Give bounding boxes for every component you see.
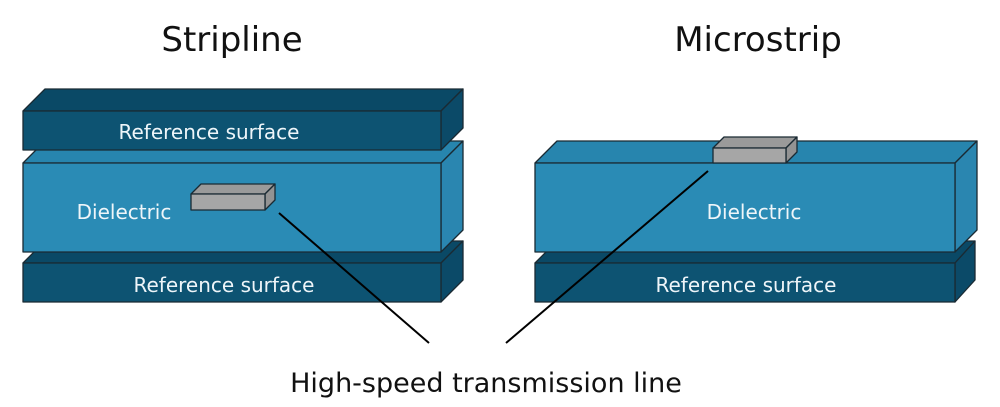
trace-front-face (712, 147, 787, 164)
microstrip-dielectric-label: Dielectric (707, 200, 802, 224)
trace-top-face (190, 183, 276, 195)
stripline-trace (190, 183, 276, 211)
top-reference-top-face (22, 88, 464, 112)
transmission-line-caption: High-speed transmission line (290, 368, 682, 399)
dielectric-front-face (534, 162, 956, 253)
stripline-title: Stripline (161, 20, 302, 60)
stripline-bottom-reference-label: Reference surface (134, 273, 315, 297)
microstrip-stack: Reference surface Dielectric (534, 136, 978, 303)
bottom-reference-front-face (22, 262, 442, 303)
microstrip-bottom-reference-label: Reference surface (656, 273, 837, 297)
microstrip-title: Microstrip (674, 20, 842, 60)
microstrip-trace (712, 136, 798, 164)
top-reference-front-face (22, 110, 442, 151)
stripline-top-reference: Reference surface (22, 88, 464, 151)
stripline-dielectric-label: Dielectric (77, 200, 172, 224)
trace-top-face (712, 136, 798, 149)
microstrip-leader-line (505, 170, 709, 344)
trace-front-face (190, 193, 266, 211)
stripline-top-reference-label: Reference surface (119, 120, 300, 144)
bottom-reference-front-face (534, 262, 956, 303)
stripline-leader-line (278, 212, 430, 344)
stripline-stack: Reference surface Dielectric Reference s… (22, 88, 464, 303)
